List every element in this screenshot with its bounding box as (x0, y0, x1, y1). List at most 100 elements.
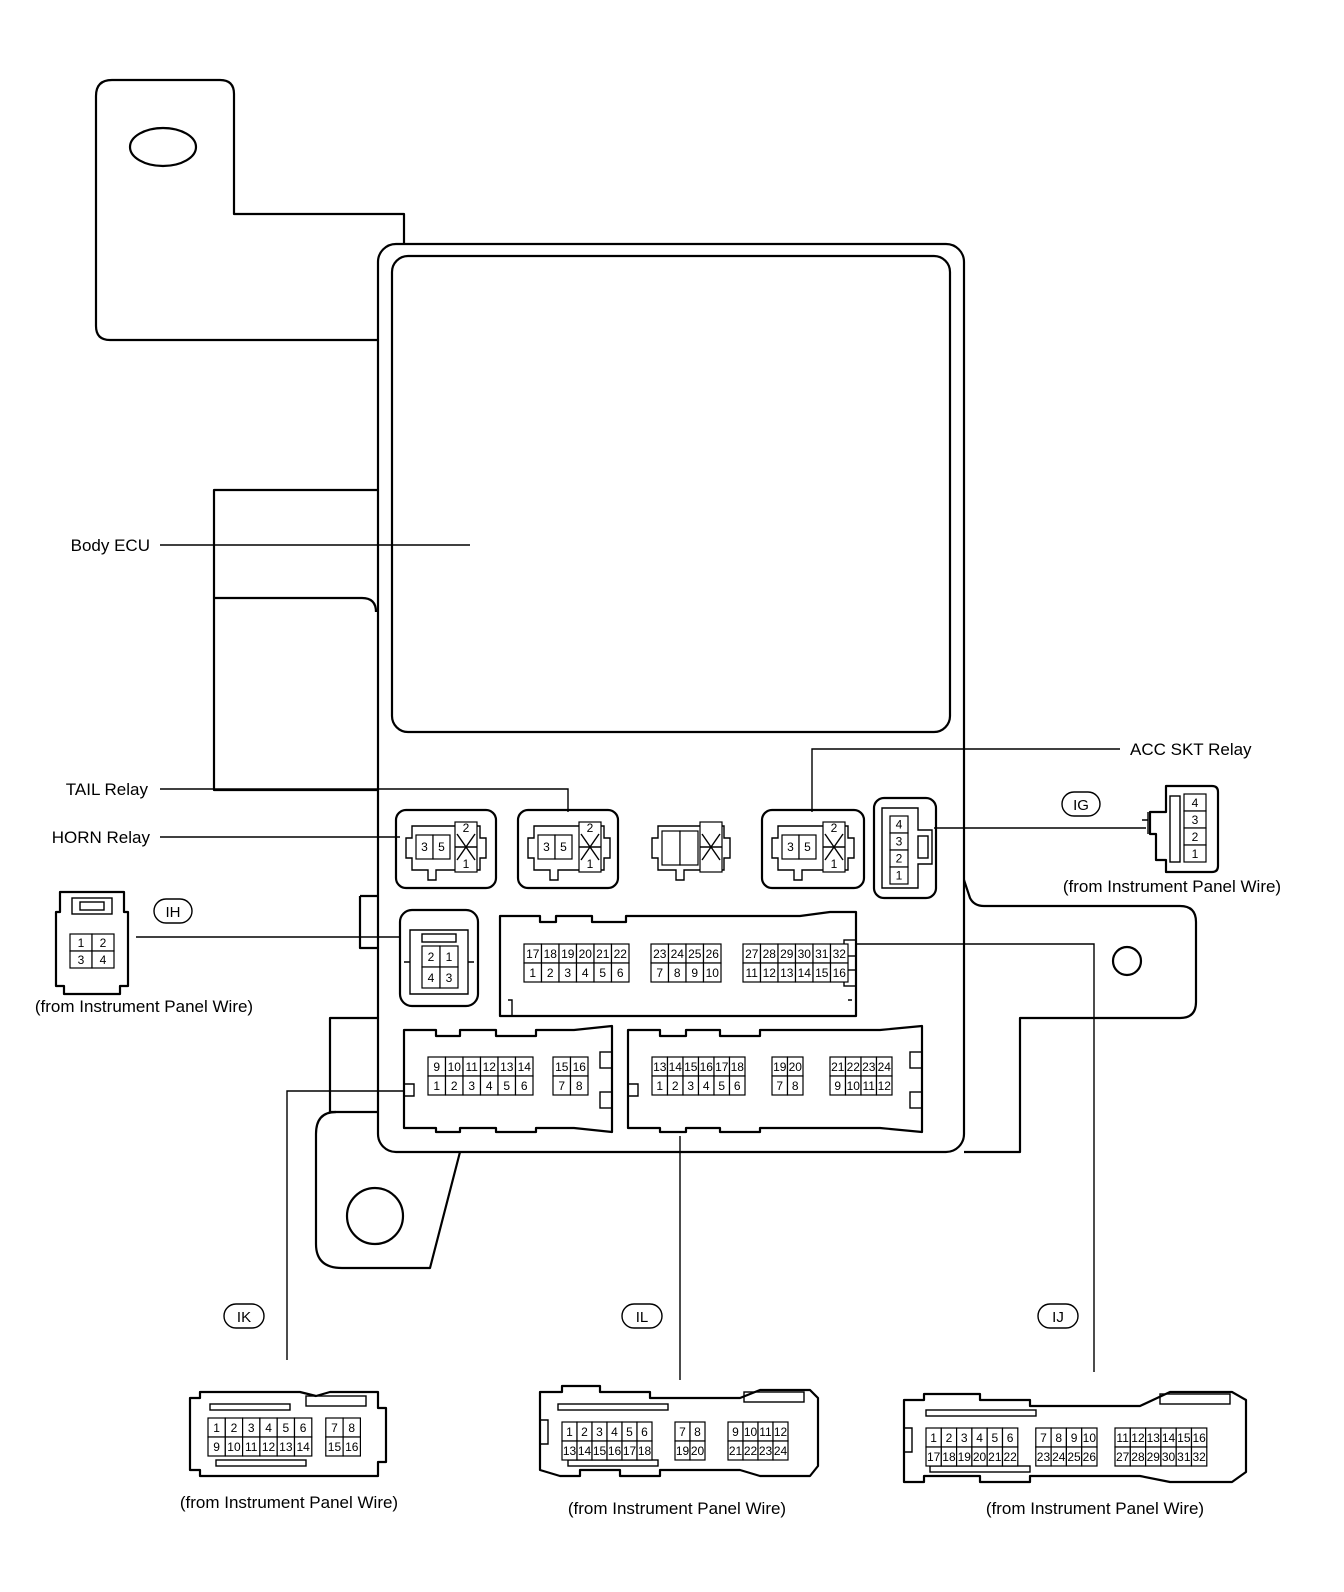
pin-number: 12 (878, 1079, 892, 1093)
pin-number: 17 (623, 1444, 637, 1458)
ij-socket (498, 910, 858, 1018)
pin-number: 2 (946, 1431, 953, 1445)
pin-number: 24 (671, 947, 685, 961)
ih-connector (54, 890, 130, 996)
ik-connector (188, 1390, 388, 1478)
ig-connector (1142, 784, 1220, 874)
pin-number: 20 (691, 1444, 705, 1458)
pin-number: 1 (1192, 847, 1199, 861)
pin-number: 28 (763, 947, 777, 961)
pin-number: 13 (563, 1444, 577, 1458)
pin-cell (786, 1075, 804, 1096)
pin-number: 4 (703, 1079, 710, 1093)
pin-number: 6 (1007, 1431, 1014, 1445)
pin-number: 10 (227, 1440, 241, 1454)
pin-number: 29 (780, 947, 794, 961)
pin-cell (569, 1075, 589, 1096)
pin-cell (889, 866, 909, 885)
pin-number: 8 (694, 1425, 701, 1439)
pin-number: 1 (529, 966, 536, 980)
pin-number: 3 (446, 971, 453, 985)
pin-number: 4 (428, 971, 435, 985)
pin-number: 8 (348, 1421, 355, 1435)
pin-number: 3 (596, 1425, 603, 1439)
pin-number: 29 (1147, 1450, 1161, 1464)
pin-number: 12 (1131, 1431, 1145, 1445)
body-ecu-window (390, 254, 952, 734)
pin-number: 8 (576, 1079, 583, 1093)
ij-connector (902, 1390, 1248, 1484)
pin-number: 3 (564, 966, 571, 980)
relay-pin: 5 (560, 840, 567, 854)
pin-number: 12 (262, 1440, 276, 1454)
horn-relay-socket: 3 5 2 1 (394, 808, 498, 890)
relay-pin: 2 (831, 821, 838, 835)
horn-relay-label: HORN Relay (52, 828, 151, 847)
relay-pin: 5 (438, 840, 445, 854)
pin-number: 1 (433, 1079, 440, 1093)
pin-number: 6 (617, 966, 624, 980)
pin-number: 26 (1083, 1450, 1097, 1464)
callout-ig: IG (1061, 791, 1101, 817)
pin-number: 22 (1003, 1450, 1017, 1464)
pin-number: 8 (1055, 1431, 1062, 1445)
pin-number: 4 (486, 1079, 493, 1093)
pin-number: 14 (296, 1440, 310, 1454)
pin-number: 23 (653, 947, 667, 961)
pin-cell (1183, 844, 1207, 863)
pin-number: 7 (776, 1079, 783, 1093)
pin-number: 18 (731, 1060, 745, 1074)
pin-number: 28 (1131, 1450, 1145, 1464)
pin-number: 4 (896, 817, 903, 831)
pin-number: 6 (521, 1079, 528, 1093)
relay-pin: 5 (804, 840, 811, 854)
pin-number: 10 (1083, 1431, 1097, 1445)
pin-number: 23 (862, 1060, 876, 1074)
pin-number: 18 (638, 1444, 652, 1458)
pin-number: 19 (676, 1444, 690, 1458)
pin-number: 15 (815, 966, 829, 980)
pin-number: 9 (834, 1079, 841, 1093)
spare-relay-socket (651, 821, 731, 881)
tail-relay-label: TAIL Relay (66, 780, 149, 799)
pin-number: 24 (774, 1444, 788, 1458)
pin-number: 18 (544, 947, 558, 961)
relay-pin: 3 (543, 840, 550, 854)
pin-number: 13 (1147, 1431, 1161, 1445)
pin-number: 4 (976, 1431, 983, 1445)
pin-number: 19 (773, 1060, 787, 1074)
pin-number: 2 (672, 1079, 679, 1093)
body-ecu-label: Body ECU (71, 536, 150, 555)
pin-number: 1 (446, 950, 453, 964)
pin-number: 30 (798, 947, 812, 961)
pin-number: 2 (1192, 830, 1199, 844)
pin-number: 14 (1162, 1431, 1176, 1445)
pin-number: 9 (213, 1440, 220, 1454)
pin-cell (1001, 1446, 1019, 1467)
pin-number: 1 (930, 1431, 937, 1445)
pin-number: 4 (100, 953, 107, 967)
pin-number: 2 (896, 851, 903, 865)
pin-number: 15 (1177, 1431, 1191, 1445)
pin-number: 11 (466, 1060, 479, 1074)
pin-number: 20 (789, 1060, 803, 1074)
pin-number: 14 (518, 1060, 532, 1074)
ih-source-label: (from Instrument Panel Wire) (35, 997, 253, 1016)
pin-number: 11 (245, 1440, 258, 1454)
pin-number: 21 (729, 1444, 743, 1458)
pin-number: 16 (573, 1060, 587, 1074)
acc-skt-relay-socket: 3 5 2 1 (760, 808, 866, 890)
leader-lines (136, 544, 1146, 1380)
pin-number: 14 (798, 966, 812, 980)
pin-number: 5 (992, 1431, 999, 1445)
pin-number: 5 (626, 1425, 633, 1439)
pin-cell (293, 1436, 313, 1457)
pin-number: 9 (691, 966, 698, 980)
pin-number: 7 (1040, 1431, 1047, 1445)
pin-number: 6 (300, 1421, 307, 1435)
mounting-bracket (94, 78, 1198, 1270)
